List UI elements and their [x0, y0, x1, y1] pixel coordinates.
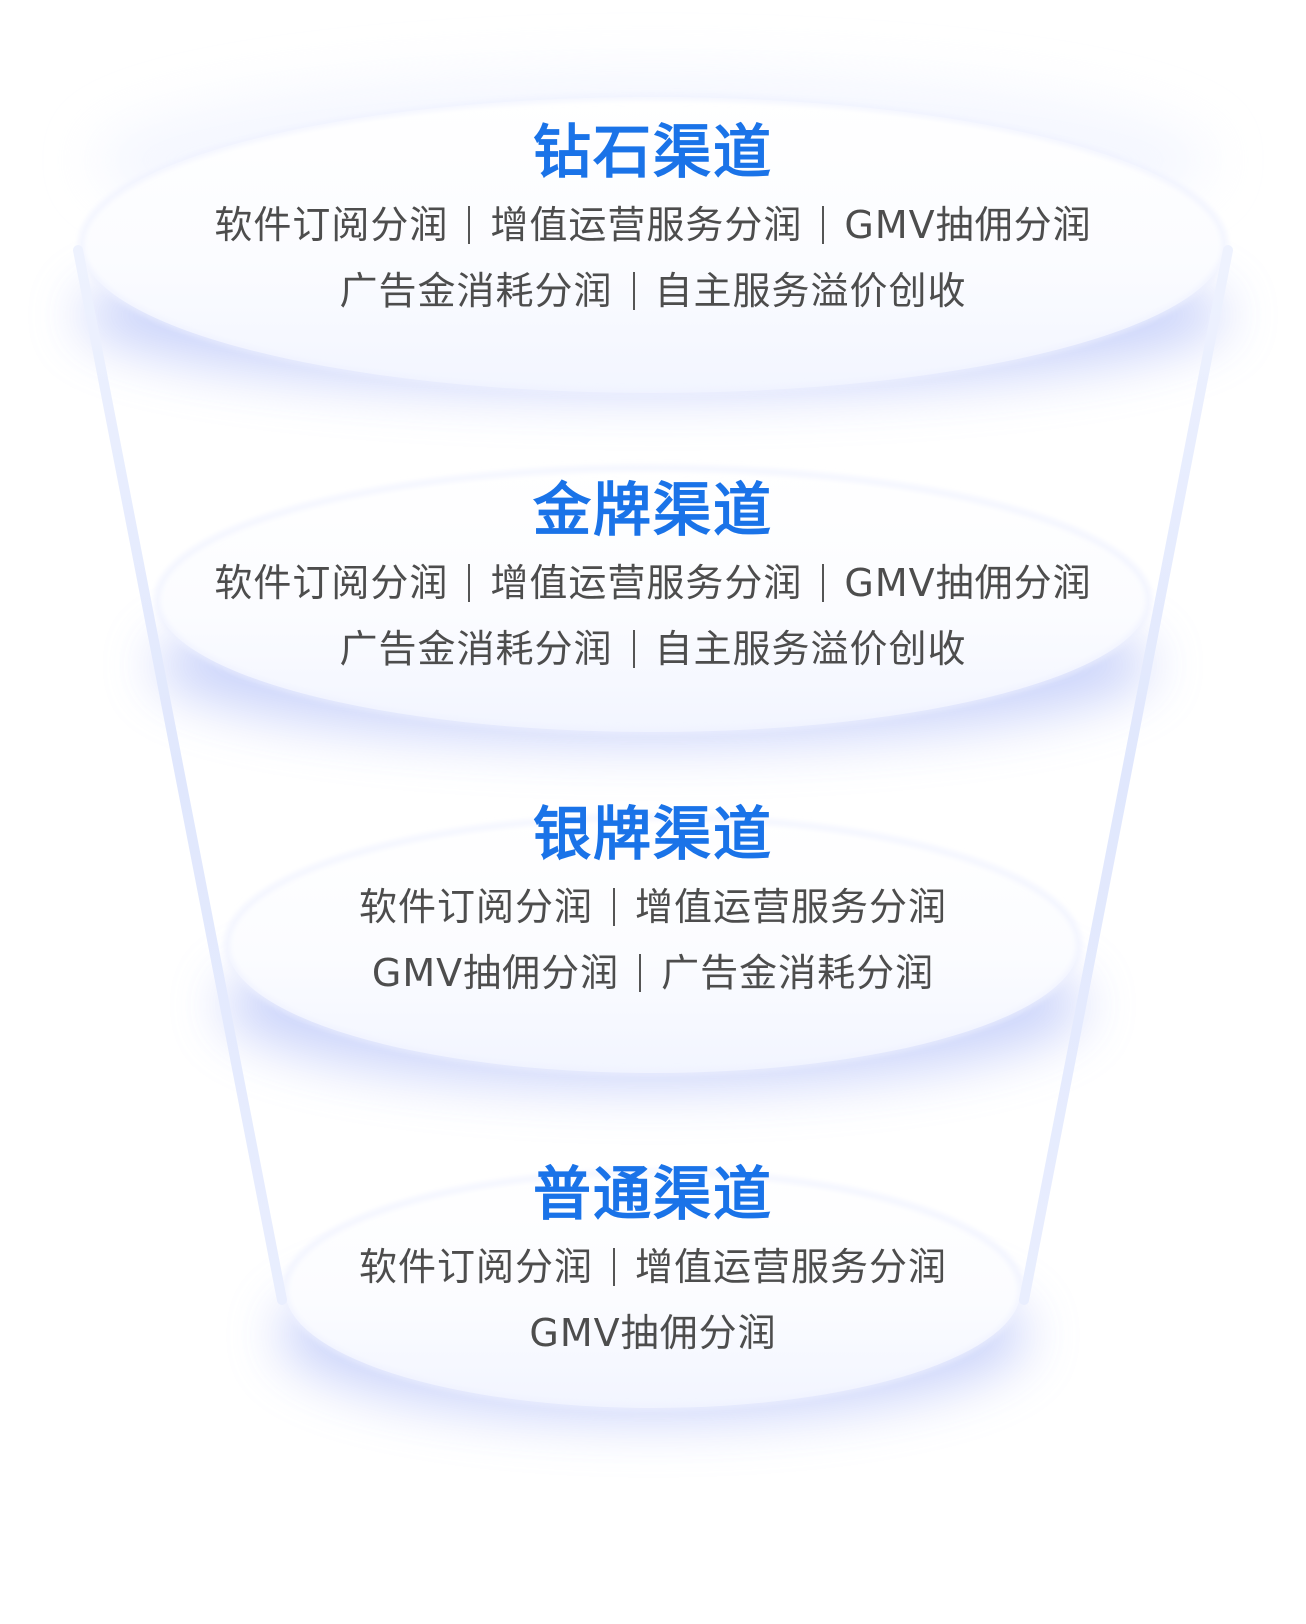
benefit-item: 自主服务溢价创收 — [654, 269, 967, 313]
benefit-item: 增值运营服务分润 — [635, 1245, 948, 1289]
tier-diamond: 钻石渠道 软件订阅分润增值运营服务分润 GMV抽佣分润 广告金消耗分润自主服务溢价… — [0, 120, 1306, 324]
benefit-item: 增值运营服务分润 — [635, 885, 948, 929]
separator — [632, 272, 635, 310]
separator — [468, 564, 471, 602]
tier-title: 普通渠道 — [532, 1160, 773, 1228]
separator — [822, 206, 825, 244]
separator — [468, 206, 471, 244]
separator — [822, 564, 825, 602]
funnel-side-lines — [73, 245, 1233, 1305]
benefit-item: 软件订阅分润 — [214, 203, 449, 247]
benefit-item: 增值运营服务分润 — [490, 203, 803, 247]
benefit-item: 软件订阅分润 — [358, 1245, 593, 1289]
benefit-item: 广告金消耗分润 — [661, 951, 935, 995]
separator — [639, 954, 642, 992]
benefit-item: 自主服务溢价创收 — [654, 627, 967, 671]
tier-benefit-line: 软件订阅分润增值运营服务分润 GMV抽佣分润 — [0, 550, 1306, 616]
benefit-item: 软件订阅分润 — [214, 561, 449, 605]
benefit-item: 广告金消耗分润 — [339, 269, 613, 313]
tier-disc-3 — [221, 815, 1085, 1087]
tier-benefit-line: 广告金消耗分润自主服务溢价创收 — [0, 616, 1306, 682]
benefit-item: GMV抽佣分润 — [844, 561, 1092, 605]
separator — [613, 888, 615, 926]
benefit-item: GMV抽佣分润 — [844, 203, 1092, 247]
tier-benefit-line: 软件订阅分润增值运营服务分润 — [0, 1234, 1306, 1300]
tier-benefit-line: 广告金消耗分润自主服务溢价创收 — [0, 258, 1306, 324]
benefit-item: GMV抽佣分润 — [371, 951, 620, 995]
benefit-item: GMV抽佣分润 — [529, 1311, 777, 1355]
tier-benefit-line: GMV抽佣分润广告金消耗分润 — [0, 940, 1306, 1006]
tier-title: 钻石渠道 — [532, 118, 773, 186]
tier-benefit-line: GMV抽佣分润 — [0, 1300, 1306, 1366]
tier-title: 银牌渠道 — [532, 800, 773, 868]
tier-benefit-line: 软件订阅分润增值运营服务分润 GMV抽佣分润 — [0, 192, 1306, 258]
tier-disc-1 — [78, 95, 1228, 395]
benefit-item: 增值运营服务分润 — [490, 561, 803, 605]
separator — [613, 1248, 615, 1286]
tier-disc-2 — [153, 466, 1153, 743]
benefit-item: 广告金消耗分润 — [339, 627, 613, 671]
separator — [632, 630, 635, 668]
tier-silver: 银牌渠道 软件订阅分润增值运营服务分润 GMV抽佣分润广告金消耗分润 — [0, 802, 1306, 1006]
tier-gold: 金牌渠道 软件订阅分润增值运营服务分润 GMV抽佣分润 广告金消耗分润自主服务溢价… — [0, 478, 1306, 682]
benefit-item: 软件订阅分润 — [358, 885, 593, 929]
tier-benefit-line: 软件订阅分润增值运营服务分润 — [0, 874, 1306, 940]
tier-regular: 普通渠道 软件订阅分润增值运营服务分润 GMV抽佣分润 — [0, 1162, 1306, 1366]
tier-title: 金牌渠道 — [532, 476, 773, 544]
